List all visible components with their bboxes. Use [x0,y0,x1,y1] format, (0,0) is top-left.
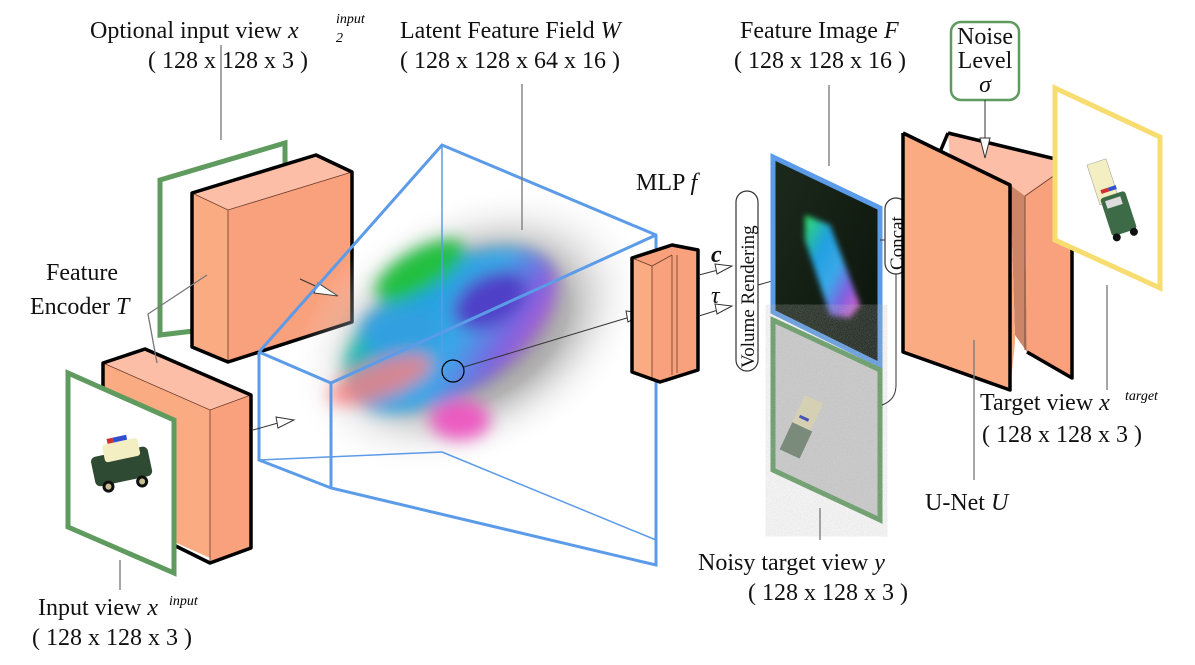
encoder2-side-face [192,193,228,362]
target-view-label: Target view x [980,390,1110,416]
latent-field-dims: ( 128 x 128 x 64 x 16 ) [400,48,620,74]
density-output-label: τ [711,283,721,309]
noise-level-line1: Noise [957,24,1013,50]
input-view [65,369,177,590]
input-view-label: Input view x [38,595,158,621]
optional-input-label: Optional input view x [90,18,299,44]
sample-point-icon [441,359,465,383]
noise-level-line2: Level [958,48,1013,74]
arrow-icon [979,137,991,159]
arrow-icon [714,263,734,275]
feature-encoder-line1: Feature [46,260,118,286]
unet-label: U-Net U [925,490,1010,516]
noisy-target-label: Noisy target view y [698,550,885,576]
camera-frustum [257,143,658,567]
input-jeep-image [91,434,153,493]
latent-field-label: Latent Feature Field W [400,18,623,44]
volume-rendering-label: Volume Rendering [738,225,759,368]
mlp-block [630,243,700,384]
arrow-icon [714,303,734,315]
color-output-label: c [711,242,722,268]
mlp-outputs [698,263,734,317]
noise-level-sigma: σ [979,72,992,98]
target-view-dims: ( 128 x 128 x 3 ) [982,422,1142,448]
feature-image-dims: ( 128 x 128 x 16 ) [734,48,906,74]
noisy-jeep-image [779,395,824,459]
feature-image-content [805,215,860,318]
feature-encoder-leader [147,274,208,364]
optional-input-dims: ( 128 x 128 x 3 ) [148,48,308,74]
mlp-label: MLP f [636,170,700,196]
target-view [1052,84,1163,390]
input-view-sup: input [169,594,199,609]
target-view-sup: target [1125,389,1159,404]
arrow-icon [275,416,296,429]
feature-image-label: Feature Image F [740,18,899,44]
target-jeep-image [1086,158,1138,242]
encoder2-top-face [192,155,352,210]
noisy-target-dims: ( 128 x 128 x 3 ) [748,580,908,606]
feature-encoder-line2: Encoder T [30,294,131,320]
input-view-dims: ( 128 x 128 x 3 ) [32,625,192,651]
optional-input-sup: input [336,12,366,27]
optional-input-sub: 2 [336,31,343,46]
concat-connector [881,274,897,406]
noisy-target-view [770,316,883,540]
feature-image [770,85,883,370]
noise-level-box [949,20,1021,159]
